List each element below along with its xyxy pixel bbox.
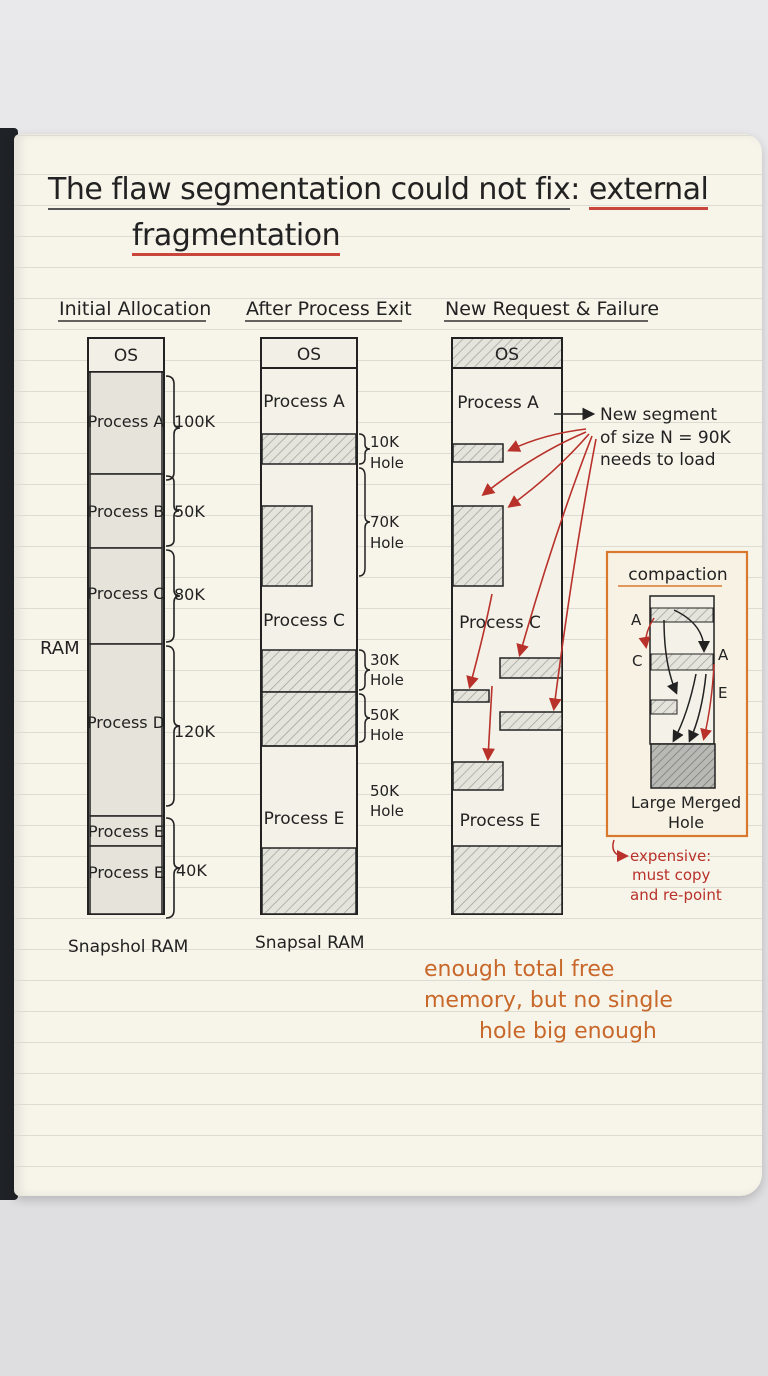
hole-fragment-2 [452, 505, 504, 587]
hole-fragment-4 [452, 689, 490, 703]
notebook-page: The flaw segmentation could not fix: ext… [14, 134, 762, 1196]
block-process-a: Process A [88, 412, 165, 431]
hole-label-50k-a: Hole [370, 726, 404, 744]
footer-snapsal-ram: Snapsal RAM [255, 933, 365, 953]
hole-label-30k: Hole [370, 671, 404, 689]
conclusion-line3: hole big enough [479, 1019, 657, 1044]
request-arrow-7 [482, 685, 495, 762]
hole-fragment-5 [499, 711, 563, 731]
request-arrow-5 [548, 438, 597, 712]
footer-snapshol-ram: Snapshol RAM [68, 937, 188, 957]
hole-label-50k-b: Hole [370, 802, 404, 820]
hole-label-10k: Hole [370, 454, 404, 472]
hole-size-50k-b: 50K [370, 782, 400, 800]
size-50k: 50K [174, 502, 205, 521]
heading-initial: Initial Allocation [59, 298, 211, 320]
fragmentation-diagram: Initial Allocation After Process Exit Ne… [40, 298, 749, 1044]
os-label-3: OS [495, 345, 519, 365]
request-arrow-6 [466, 593, 493, 690]
compaction-label-c: C [632, 652, 642, 670]
request-note-line3: needs to load [600, 450, 716, 470]
hole-50k-a [261, 691, 357, 747]
col2-process-e: Process E [264, 809, 345, 829]
new-request-column: OS Process A Process C Process E New seg… [451, 337, 732, 915]
compaction-box: compaction A C A E Large Merged Hole exp… [605, 550, 749, 904]
title-colon: : [570, 172, 580, 207]
compaction-label-e: E [718, 684, 727, 702]
title-part3: fragmentation [132, 218, 341, 256]
hole-70k [261, 505, 313, 587]
os-label-2: OS [297, 345, 321, 365]
hole-fragment-6 [452, 761, 504, 791]
compaction-label-a1: A [631, 611, 642, 629]
hole-label-70k: Hole [370, 534, 404, 552]
page-title: The flaw segmentation could not fix: ext… [48, 172, 709, 210]
hole-size-30k: 30K [370, 651, 400, 669]
request-arrow-1 [507, 428, 587, 452]
col2-process-a: Process A [263, 392, 345, 412]
block-process-c: Process C [88, 584, 165, 603]
size-100k: 100K [174, 412, 216, 431]
request-arrow-2 [481, 431, 587, 496]
col2-process-c: Process C [263, 611, 345, 631]
size-120k: 120K [174, 722, 216, 741]
hole-size-10k: 10K [370, 433, 400, 451]
hole-50k-b [261, 847, 357, 915]
initial-allocation-column: OS Process A Process B Process C Process… [68, 337, 216, 957]
hole-fragment-1 [452, 443, 504, 463]
block-process-e-top: Process E [88, 822, 164, 841]
block-process-e: Process E [88, 863, 164, 882]
ram-label: RAM [40, 638, 80, 659]
hole-fragment-3 [499, 657, 563, 679]
col3-process-a: Process A [457, 393, 539, 413]
request-arrow-4 [516, 435, 593, 658]
request-note-line1: New segment [600, 405, 717, 425]
request-note-line2: of size N = 90K [600, 428, 732, 448]
request-arrow-3 [507, 433, 590, 508]
hole-10k [261, 433, 357, 465]
os-label-1: OS [114, 346, 138, 366]
cost-note-line2: must copy [632, 866, 711, 884]
compaction-title: compaction [628, 565, 727, 585]
block-process-b: Process B [88, 502, 165, 521]
block-process-d: Process D [87, 713, 165, 732]
notebook-binding [0, 128, 18, 1200]
merged-label-line2: Hole [668, 813, 704, 832]
conclusion-line2: memory, but no single [424, 988, 673, 1013]
title-part2: external [588, 172, 709, 210]
heading-new-request: New Request & Failure [445, 298, 659, 320]
col3-process-e: Process E [460, 811, 541, 831]
hole-size-70k: 70K [370, 513, 400, 531]
hole-size-50k-a: 50K [370, 706, 400, 724]
page-title-line2: fragmentation [132, 218, 341, 256]
size-40k: 40K [176, 861, 207, 880]
hole-30k [261, 649, 357, 693]
heading-after-exit: After Process Exit [246, 298, 412, 320]
cost-note-line1: expensive: [630, 847, 711, 865]
merged-label-line1: Large Merged [631, 793, 741, 812]
size-80k: 80K [174, 585, 205, 604]
compaction-label-a2: A [718, 646, 729, 664]
merged-hole-block [650, 743, 716, 789]
col3-process-c: Process C [459, 613, 541, 633]
title-part1: The flaw segmentation could not fix [48, 172, 571, 210]
hole-fragment-7 [452, 845, 563, 915]
cost-note-line3: and re-point [630, 886, 722, 904]
conclusion-line1: enough total free [424, 957, 614, 982]
after-exit-column: OS Process A Process C Process E 10K Hol… [255, 337, 404, 953]
